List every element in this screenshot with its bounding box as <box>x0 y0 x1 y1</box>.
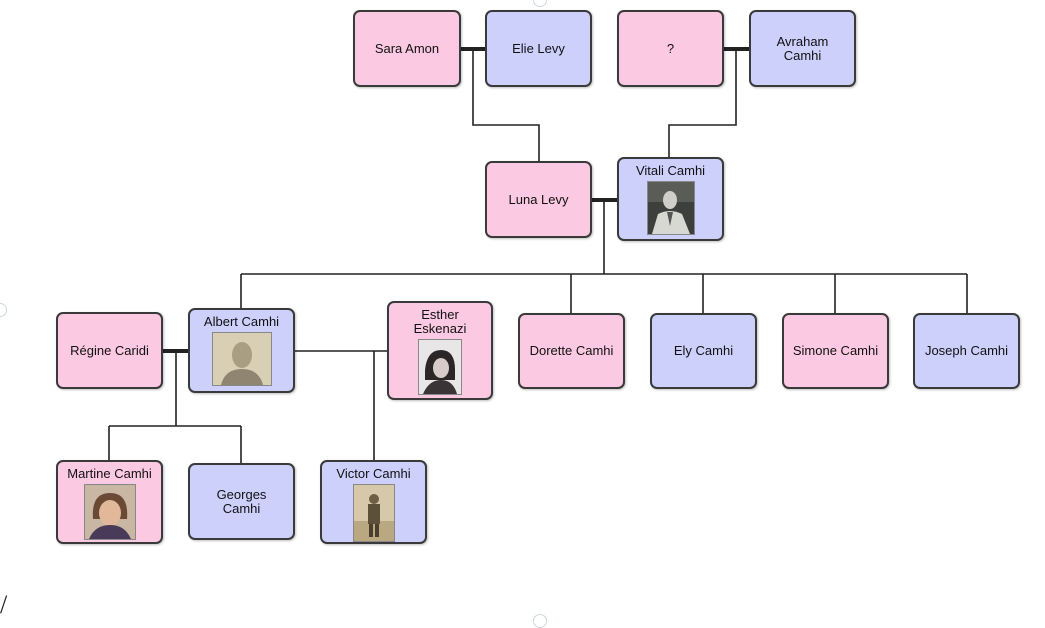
person-name: Vitali Camhi <box>635 163 706 178</box>
person-name: Victor Camhi <box>336 466 411 481</box>
portrait-photo <box>352 484 395 542</box>
edge-mark-bottom <box>533 614 547 628</box>
person-name: Sara Amon <box>374 40 440 56</box>
person-martine-camhi[interactable]: Martine Camhi <box>56 460 163 544</box>
person-name: Simone Camhi <box>792 343 879 358</box>
person-name: Dorette Camhi <box>529 343 614 358</box>
person-albert-camhi[interactable]: Albert Camhi <box>188 308 295 393</box>
person-joseph-camhi[interactable]: Joseph Camhi <box>913 313 1020 389</box>
person-sara-amon[interactable]: Sara Amon <box>353 10 461 87</box>
portrait-photo <box>83 484 136 540</box>
portrait-photo <box>646 181 695 235</box>
person-avraham-camhi[interactable]: Avraham Camhi <box>749 10 856 87</box>
person-name: Joseph Camhi <box>924 343 1009 358</box>
person-simone-camhi[interactable]: Simone Camhi <box>782 313 889 389</box>
person-name: Martine Camhi <box>67 466 152 481</box>
descent-line-luna <box>472 49 540 161</box>
person-vitali-camhi[interactable]: Vitali Camhi <box>617 157 724 241</box>
person-georges-camhi[interactable]: Georges Camhi <box>188 463 295 540</box>
descent-line-vitali <box>668 49 737 157</box>
person-luna-levy[interactable]: Luna Levy <box>485 161 592 238</box>
person-dorette-camhi[interactable]: Dorette Camhi <box>518 313 625 389</box>
person-regine-caridi[interactable]: Régine Caridi <box>56 312 163 389</box>
person-name: Ely Camhi <box>673 343 734 358</box>
person-name: Georges Camhi <box>216 486 267 516</box>
person-ely-camhi[interactable]: Ely Camhi <box>650 313 757 389</box>
person-name: Avraham Camhi <box>776 33 829 63</box>
portrait-photo <box>211 332 272 386</box>
person-name: Régine Caridi <box>70 342 149 358</box>
person-name: Luna Levy <box>508 191 569 207</box>
person-name: ? <box>666 40 675 56</box>
person-name: Esther Eskenazi <box>413 307 467 336</box>
person-unknown[interactable]: ? <box>617 10 724 87</box>
person-name: Elie Levy <box>512 40 565 56</box>
edge-glyph: / <box>0 590 8 619</box>
person-elie-levy[interactable]: Elie Levy <box>485 10 592 87</box>
person-name: Albert Camhi <box>203 314 280 329</box>
person-esther-eskenazi[interactable]: Esther Eskenazi <box>387 301 493 400</box>
portrait-photo <box>418 339 462 395</box>
person-victor-camhi[interactable]: Victor Camhi <box>320 460 427 544</box>
